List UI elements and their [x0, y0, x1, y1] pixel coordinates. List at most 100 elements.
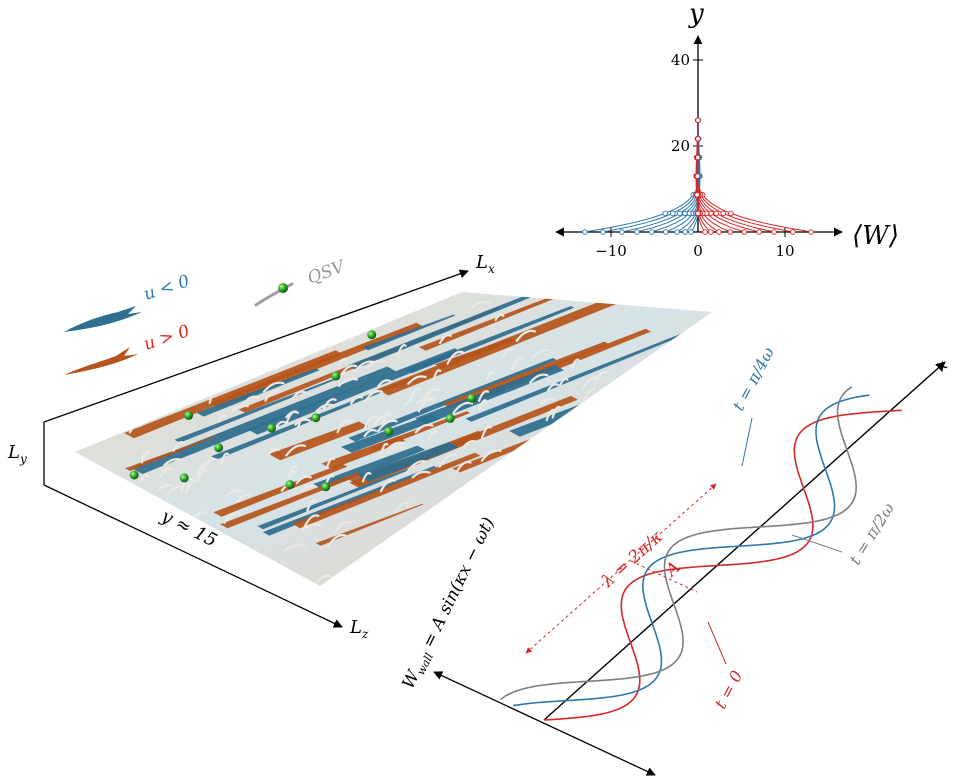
wavelength-arrow [525, 483, 717, 654]
ly-label: Ly [7, 442, 27, 466]
high-speed-streak [124, 350, 343, 439]
t2-label: t = π/2ω [845, 499, 898, 568]
vortex-tube [693, 421, 705, 429]
turbulence-slab [75, 292, 712, 586]
profile-x-tick-label-0: 0 [693, 242, 703, 260]
vortex-tube [158, 467, 174, 479]
vortex-tube [339, 364, 358, 377]
vortex-tube [237, 493, 252, 503]
vortex-tube [380, 442, 389, 456]
vortex-tube [140, 449, 152, 460]
vortex-tube [363, 415, 379, 430]
low-speed-streak [247, 348, 463, 435]
vortex-tube [231, 404, 249, 413]
wave-curve-t1 [513, 394, 870, 707]
vortex-tube [446, 350, 464, 365]
vortex-tube [407, 375, 427, 385]
vortex-tube [583, 387, 597, 401]
qsv-marker [184, 410, 194, 420]
vortex-tube [327, 534, 347, 548]
legend-positive-swatch [64, 347, 138, 375]
vortex-tube [575, 409, 592, 421]
vortex-tube [288, 465, 298, 477]
high-speed-streak [210, 322, 424, 409]
vortex-tube [455, 461, 472, 474]
profile-point-positive [695, 136, 701, 142]
vortex-tube [334, 521, 351, 533]
vortex-tube [223, 511, 242, 524]
vortex-tube [462, 440, 478, 448]
high-speed-streak [291, 452, 481, 529]
legend-vortex-swatch [254, 282, 294, 307]
profile-curves [582, 117, 814, 235]
vortex-tube [586, 404, 603, 418]
vortex-tube [295, 475, 312, 485]
vortex-tube [539, 397, 556, 406]
vortex-tube [163, 457, 183, 467]
low-speed-streak [465, 325, 706, 422]
profile-point-positive [716, 229, 722, 235]
profile-point-positive [695, 154, 701, 161]
profile-point-negative [662, 210, 668, 217]
vortex-tube [559, 377, 569, 387]
vortex-tube [172, 441, 185, 452]
vortex-tube [184, 479, 199, 495]
vortex-tube [377, 419, 398, 433]
low-speed-streak [348, 358, 557, 442]
profile-point-positive [708, 229, 714, 235]
vortex-tube [315, 574, 332, 584]
legend-vortex-label: QSV [305, 256, 349, 288]
slab-qsv-markers [129, 330, 605, 492]
vortex-tube [417, 398, 433, 413]
vortex-tube [325, 457, 336, 469]
qsv-marker [595, 399, 605, 409]
vortex-tube [354, 360, 376, 372]
vortex-tube [470, 301, 491, 309]
vortex-tube [511, 356, 525, 370]
qsv-marker [179, 473, 189, 483]
qsv-marker [129, 470, 139, 480]
profile-x-tick-label-neg10: −10 [595, 242, 627, 260]
vortex-tube [667, 409, 679, 418]
profile-point-negative [582, 229, 588, 235]
vortex-tube [563, 443, 577, 456]
vortex-tube [414, 423, 434, 434]
vortex-tube [394, 501, 410, 513]
vortex-tube [649, 423, 663, 439]
vortex-tube [396, 344, 407, 358]
t0-label: t = 0 [711, 667, 747, 711]
vortex-tube [387, 441, 406, 450]
qsv-marker [311, 413, 321, 423]
profile-x-axis-label: ⟨W⟩ [852, 221, 899, 251]
t1-label: t = π/4ω [729, 344, 778, 414]
legend-positive-label: u > 0 [141, 321, 192, 355]
vortex-tube [530, 348, 551, 360]
vortex-tube [297, 417, 306, 428]
profile-point-negative [682, 210, 688, 217]
high-speed-streak [269, 421, 369, 461]
vortex-tube [196, 461, 211, 476]
vortex-tube [547, 383, 560, 392]
profile-point-negative [648, 229, 655, 235]
profile-point-negative [619, 229, 625, 235]
vortex-tube [446, 502, 465, 517]
vortex-tube [580, 408, 598, 420]
legend-negative-swatch [64, 306, 142, 332]
vortex-tube [306, 499, 318, 512]
profile-point-positive [702, 229, 708, 235]
profile-point-positive [741, 229, 748, 235]
t2-leader [791, 534, 843, 553]
vortex-tube [363, 390, 384, 403]
qsv-marker [445, 413, 455, 423]
vortex-tube [274, 420, 287, 429]
profile-point-negative [677, 210, 683, 217]
lx-label: Lx [475, 252, 495, 276]
vortex-tube [529, 373, 549, 384]
profile-point-negative [670, 210, 676, 217]
vortex-tube [414, 515, 432, 526]
profile-point-positive [790, 229, 796, 235]
low-speed-streak [257, 467, 413, 530]
vortex-tube [285, 410, 298, 425]
vortex-tube [438, 334, 452, 345]
vortex-tube [224, 489, 244, 498]
